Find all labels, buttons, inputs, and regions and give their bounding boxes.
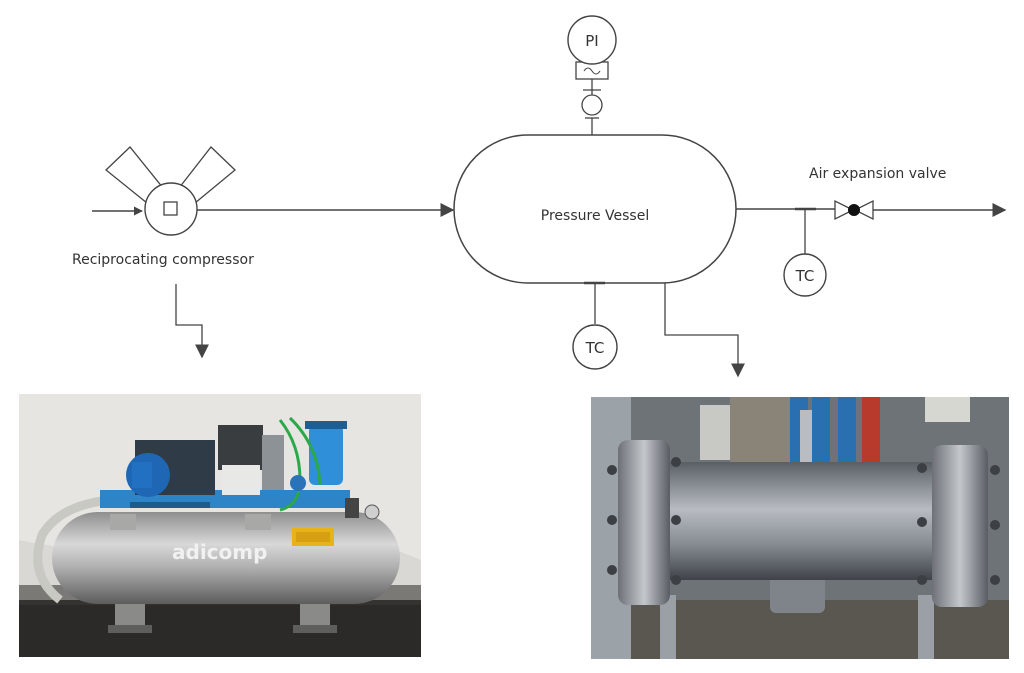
expansion-valve-symbol — [834, 199, 874, 221]
compressor-photo-leader — [175, 284, 209, 359]
compressor-photo: adicomp — [19, 394, 421, 657]
pi-label: PI — [585, 32, 598, 50]
vessel-photo-leader — [664, 283, 745, 378]
compressor-brand-logo: adicomp — [172, 540, 267, 564]
pressure-indicator-stack: PI — [567, 15, 617, 135]
pi-bubble — [567, 15, 617, 65]
vessel-photo — [591, 397, 1009, 659]
compressor-body — [144, 182, 198, 236]
right-tc-stack: TC — [783, 207, 827, 297]
bottom-tc-stack: TC — [572, 281, 618, 370]
tc-label-right: TC — [795, 267, 815, 285]
valve-label: Air expansion valve — [809, 166, 946, 182]
compressor-symbol — [92, 146, 236, 236]
tc-bubble-right — [783, 253, 827, 297]
isolation-valve-circle — [581, 94, 603, 116]
compressor-piston-square — [163, 201, 178, 216]
tc-label-bottom: TC — [585, 339, 605, 357]
vessel-cylinder — [660, 462, 940, 580]
valve-ball-icon — [848, 204, 860, 216]
compressor-label: Reciprocating compressor — [72, 252, 254, 268]
sensor-wave-icon — [583, 67, 601, 75]
tc-bubble-bottom — [572, 324, 618, 370]
vessel-label: Pressure Vessel — [541, 208, 649, 224]
